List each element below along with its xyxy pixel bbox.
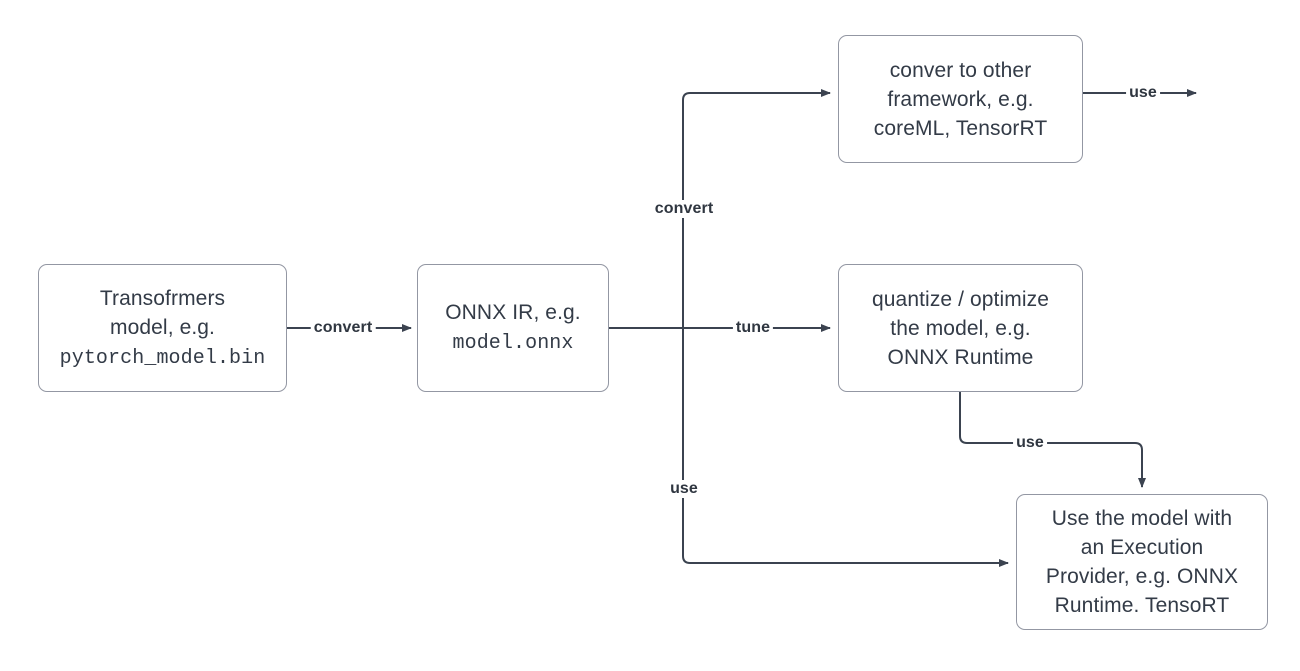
node-line: Use the model with [1051,507,1233,530]
node-line: Provider, e.g. ONNX [1045,565,1239,588]
node-onnx-ir[interactable]: ONNX IR, e.g. model.onnx [417,264,609,392]
edge-label-convert-branch: convert [651,200,717,218]
node-line: the model, e.g. [890,316,1031,340]
node-use-execution-provider[interactable]: Use the model with an Execution Provider… [1016,494,1268,630]
node-transformers-model-text: Transofrmers model, e.g. pytorch_model.b… [39,284,286,373]
node-transformers-model[interactable]: Transofrmers model, e.g. pytorch_model.b… [38,264,287,392]
node-line-mono: pytorch_model.bin [59,346,266,370]
edge-quantize-to-provider [959,392,1146,488]
node-line: quantize / optimize [872,287,1049,311]
edge-label-convert-main: convert [310,319,376,337]
edge-vertical-spine [682,89,1009,567]
node-line: framework, e.g. [887,87,1034,111]
node-convert-other-framework-text: conver to other framework, e.g. coreML, … [839,56,1082,143]
edge-label-use-framework: use [1126,84,1160,102]
edge-label-use-branch: use [667,480,701,498]
node-line: ONNX IR, e.g. [445,301,581,324]
node-line-mono: model.onnx [452,332,574,355]
node-line: Runtime. TensoRT [1054,594,1230,617]
node-line: ONNX Runtime [887,345,1034,369]
edge-label-use-quantize: use [1013,434,1047,452]
node-onnx-ir-text: ONNX IR, e.g. model.onnx [418,298,608,358]
edge-label-tune: tune [732,319,774,337]
node-quantize-optimize[interactable]: quantize / optimize the model, e.g. ONNX… [838,264,1083,392]
node-convert-other-framework[interactable]: conver to other framework, e.g. coreML, … [838,35,1083,163]
node-line: Transofrmers [99,286,226,310]
node-quantize-optimize-text: quantize / optimize the model, e.g. ONNX… [839,285,1082,372]
node-line: an Execution [1080,536,1204,559]
node-line: coreML, TensorRT [873,116,1048,140]
node-use-execution-provider-text: Use the model with an Execution Provider… [1017,504,1267,620]
node-line: model, e.g. [110,315,215,339]
node-line: conver to other [889,58,1032,82]
